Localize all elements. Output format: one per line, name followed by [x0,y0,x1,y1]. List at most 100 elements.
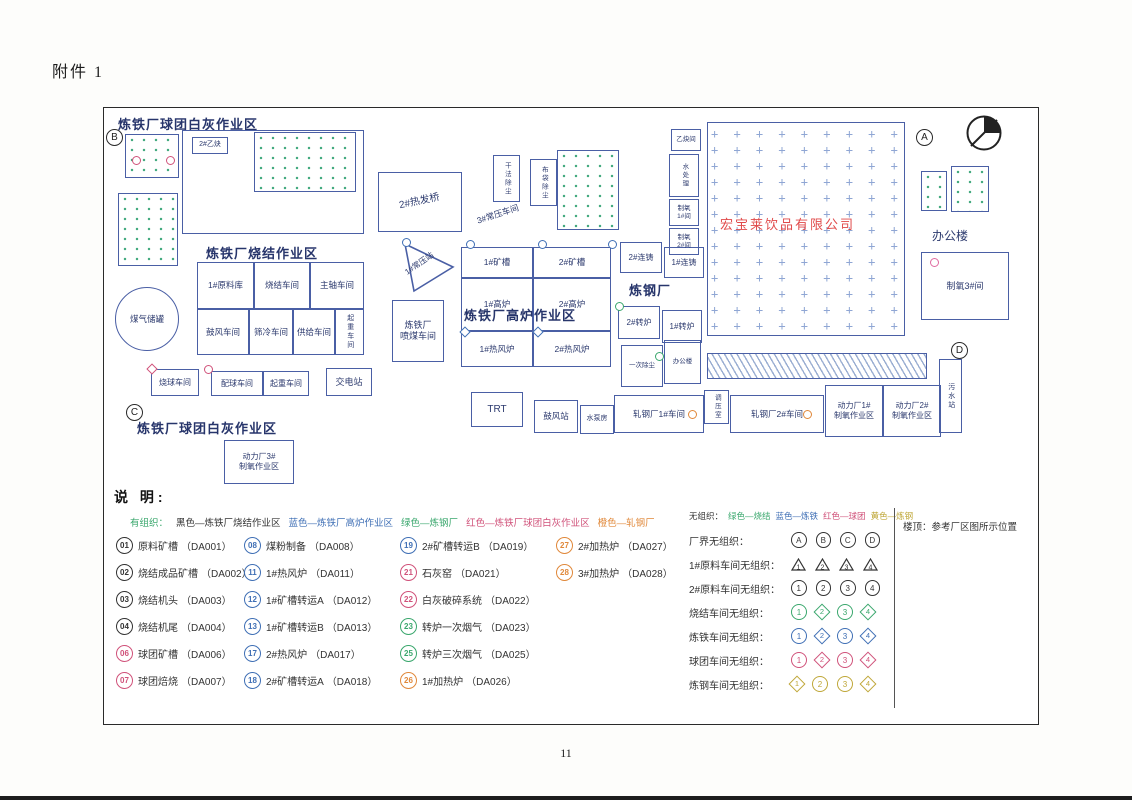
green-yard-2 [951,166,989,212]
pressure-regulating-room: 调压室 [704,390,729,424]
compass [964,113,1004,153]
marker-pink-1 [930,258,939,267]
dedusting-tower-1-label: 干法除尘 [503,161,511,196]
acetylene-station-label: 乙炔间 [676,136,696,144]
diamond-marker: 2 [813,651,831,669]
conveyor-corridor [707,353,927,379]
boundary-point-B: B [106,129,123,146]
power-plant-oxygen-2-label: 动力厂2# 制氧作业区 [892,401,932,420]
triangle-marker: 1 [791,557,806,571]
oxygen-plant-3: 制氧3#间 [921,252,1009,320]
unorganized-color-key: 无组织：绿色—烧结蓝色—炼铁红色—球团黄色—炼钢 [689,510,913,522]
triangle-marker: 4 [863,557,878,571]
pump-house-label: 水泵房 [586,415,608,423]
attachment-label: 附件 1 [52,64,105,81]
oxygen-plant-3-label: 制氧3#间 [946,280,984,291]
gas-holder: 煤气储罐 [115,287,179,351]
unorganized-key-segment: 绿色—烧结 [728,511,771,521]
supply-workshop: 供给车间 [293,309,335,355]
blast-furnace-2: 2#高炉 [533,278,611,331]
unorganized-row-label: 球团车间无组织： [689,656,769,668]
circle-marker: 3 [837,676,853,692]
sinter-workshop-label: 烧结车间 [264,280,299,291]
boundary-point-A: A [916,129,933,146]
unorganized-key-segment: 无组织： [689,511,724,521]
circle-marker: 2 [815,580,831,596]
crane-workshop-2-label: 起重车间 [270,378,302,388]
raw-material-store-label: 1#原料库 [208,280,243,291]
triangle-marker: 2 [815,557,830,571]
rolling-mill-2-label: 轧钢厂2#车间 [751,408,803,419]
area-label-pellet-top: 炼铁厂球团白灰作业区 [118,117,259,132]
circle-marker: 1 [791,580,807,596]
svg-text:4: 4 [869,564,873,571]
power-plant-oxygen-3-label: 动力厂3# 制氧作业区 [239,452,279,471]
organized-key-segment: 蓝色—炼铁厂高炉作业区 [288,518,394,529]
blower-station-label: 鼓风站 [543,411,569,422]
marker-blue-2 [538,240,547,249]
main-shaft-workshop: 主轴车间 [310,262,364,309]
unorganized-row-label: 炼钢车间无组织： [689,680,769,692]
crane-workshop-1: 起重车间 [335,309,364,355]
roof-note: 楼顶：参考厂区图所示位置 [903,522,1018,533]
sewage-station: 污水站 [939,359,962,433]
water-treatment: 水处理 [669,154,699,197]
diamond-marker: 4 [859,675,877,693]
marker-orange-1 [688,410,697,419]
circle-marker: 1 [791,652,807,668]
dotted-yard-4 [557,150,619,230]
blast-furnace-1-label: 1#高炉 [483,299,511,310]
svg-text:3: 3 [845,564,849,571]
marker-red-1 [132,156,141,165]
hongbaolai-label: 宏宝莱饮品有限公司 [720,217,856,232]
organized-key-segment: 橙色—轧钢厂 [597,518,655,529]
organized-key-segment: 黑色—炼铁厂烧结作业区 [176,518,281,529]
pressure-station-triangle: 1#常压站 [401,237,459,295]
rolling-mill-2: 轧钢厂2#车间 [730,395,824,433]
hot-blast-stove-1-label: 1#热风炉 [479,343,515,354]
trt-station-label: TRT [487,403,507,415]
substation-label: 交电站 [335,376,363,387]
scan-edge [0,796,1132,800]
page-number: 11 [560,746,572,760]
office-annex-label: 办公楼 [672,358,693,366]
unorganized-row-label: 厂界无组织： [689,536,749,548]
reheating-bridge-label: 2#热发桥 [398,191,442,212]
sinter-workshop: 烧结车间 [254,262,310,309]
triangle-marker: 3 [839,557,854,571]
dedusting-tower-2: 布袋除尘 [530,159,557,206]
power-plant-oxygen-1-label: 动力厂1# 制氧作业区 [834,401,874,420]
ore-bunker-2-label: 2#矿槽 [558,257,586,268]
blower-workshop: 鼓风车间 [197,309,249,355]
oxygen-plant-1-label: 制氧 1#间 [677,204,691,220]
oxygen-plant-2-label: 制氧 2#间 [677,233,691,249]
svg-text:2: 2 [821,564,825,571]
pressure-regulating-room-label: 调压室 [713,394,721,420]
primary-dedusting: 一次除尘 [621,345,663,387]
dedusting-tower-2-label: 布袋除尘 [540,165,548,200]
circle-marker: 2 [812,676,828,692]
crane-workshop-2: 起重车间 [263,371,309,396]
diamond-marker: 4 [859,603,877,621]
water-treatment-label: 水处理 [680,162,688,189]
ore-bunker-1-label: 1#矿槽 [483,257,511,268]
blast-furnace-1: 1#高炉 [461,278,533,331]
organized-key-segment: 绿色—炼钢厂 [401,518,459,529]
diamond-marker: 4 [859,627,877,645]
ball-firing-workshop: 烧球车间 [151,369,199,396]
coal-injection-workshop: 炼铁厂 喷煤车间 [392,300,444,362]
yard-outline [182,130,364,234]
hot-blast-stove-1: 1#热风炉 [461,331,533,367]
power-plant-oxygen-1: 动力厂1# 制氧作业区 [825,385,883,437]
power-plant-oxygen-3: 动力厂3# 制氧作业区 [224,440,294,484]
organized-key-segment: 红色—炼铁厂球团白灰作业区 [466,518,590,529]
office-building-label: 办公楼 [932,229,969,243]
diamond-marker: 2 [813,627,831,645]
ball-batching-workshop-label: 配球车间 [221,378,253,388]
marker-green-1 [615,302,624,311]
